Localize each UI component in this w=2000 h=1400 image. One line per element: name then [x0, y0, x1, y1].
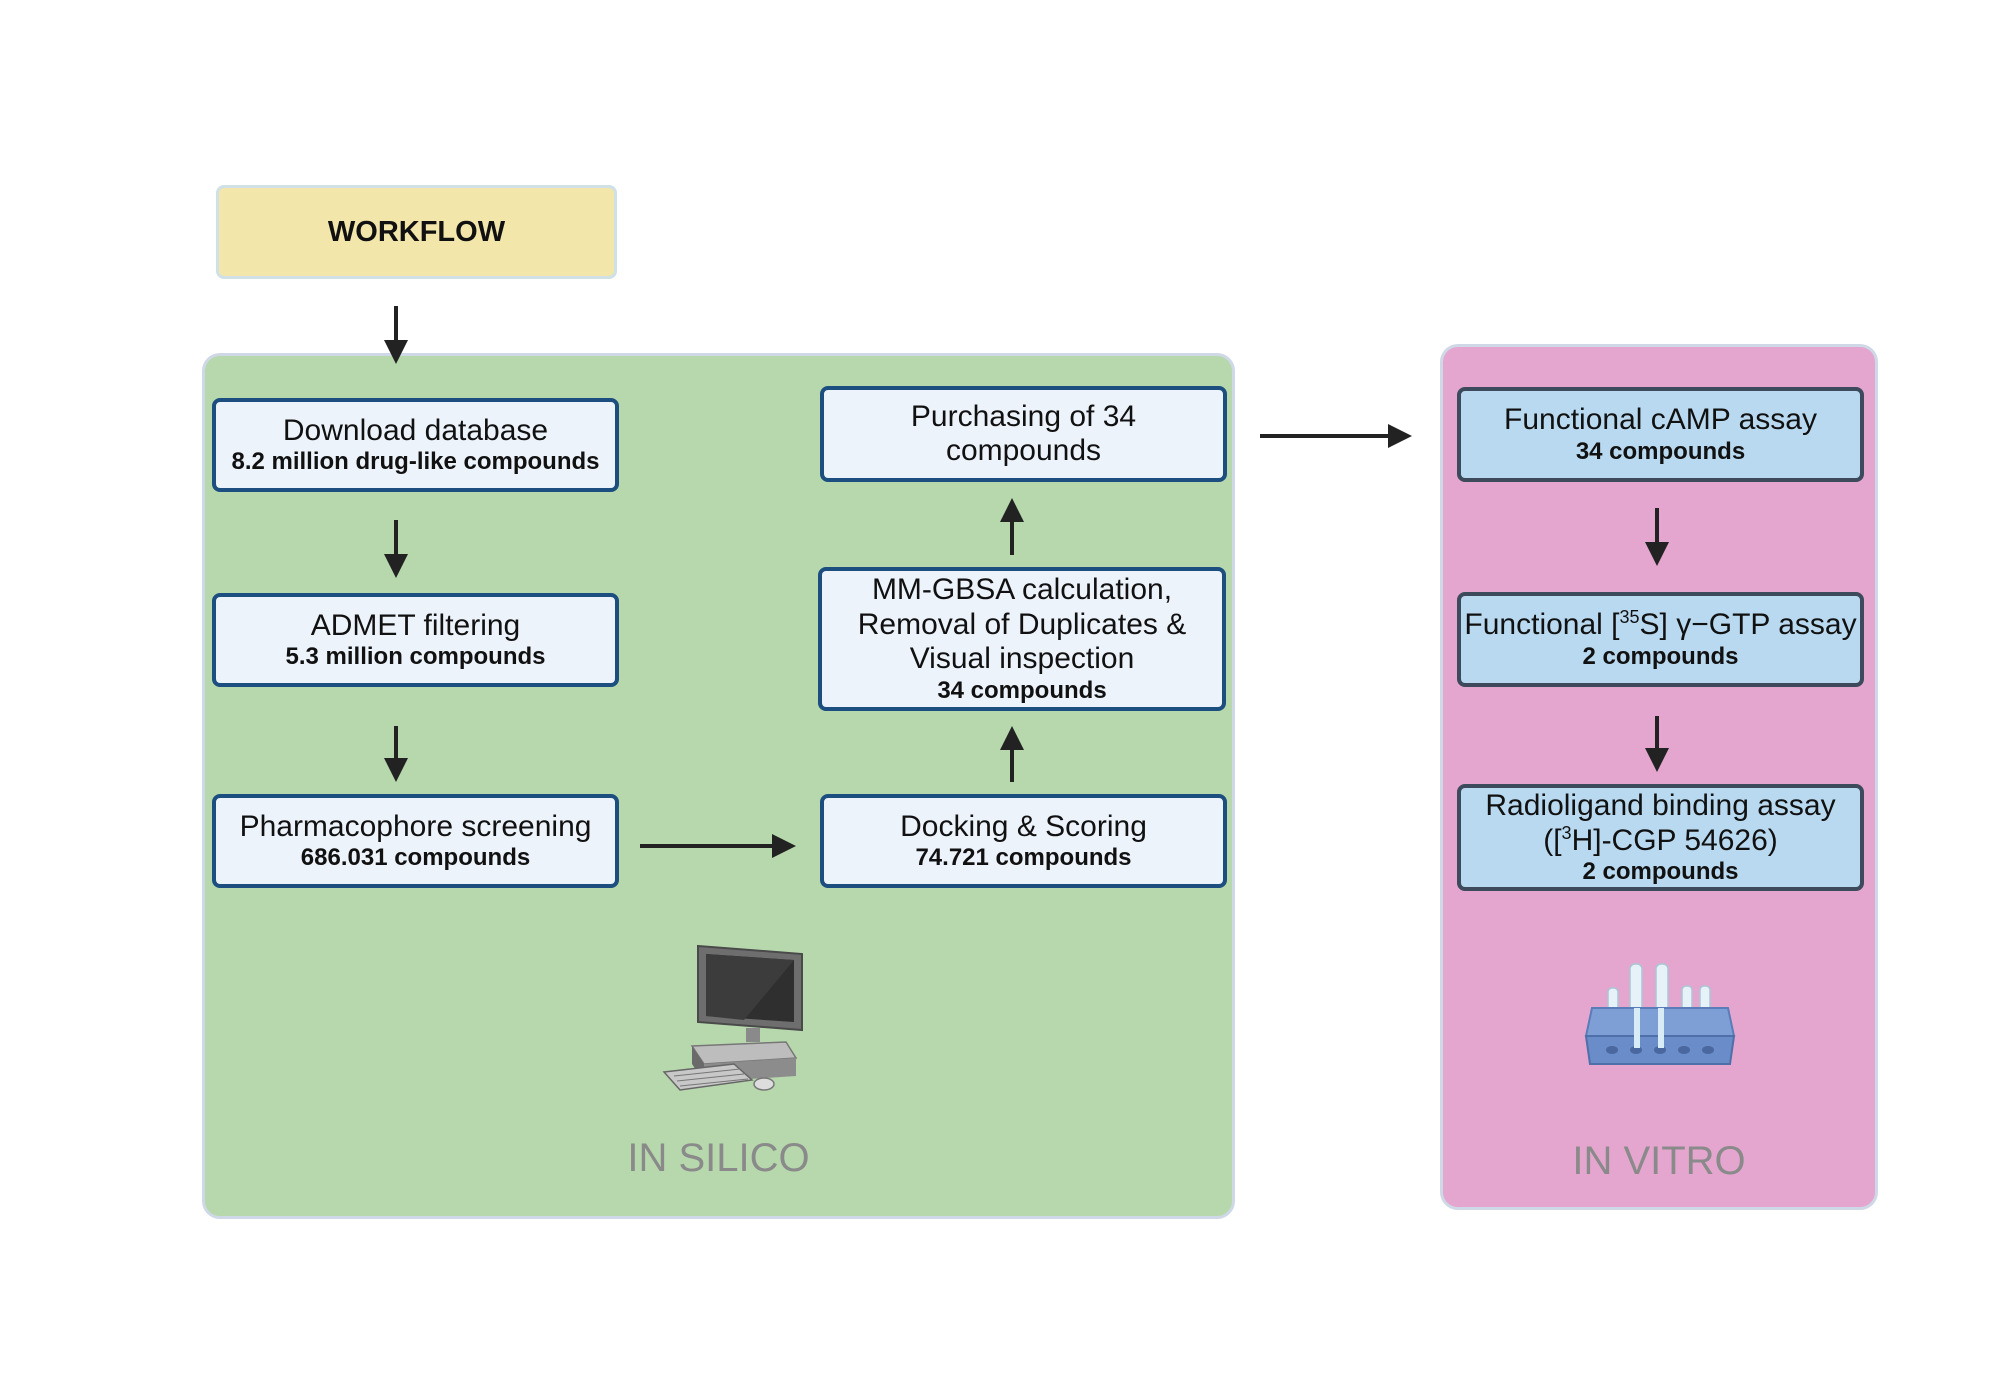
step-detail: 2 compounds: [1582, 642, 1739, 670]
step-mm-gbsa: MM-GBSA calculation, Removal of Duplicat…: [818, 567, 1226, 711]
step-detail: 686.031 compounds: [300, 844, 531, 872]
in-silico-label: IN SILICO: [627, 1136, 810, 1180]
in-vitro-label: IN VITRO: [1572, 1139, 1746, 1183]
step-title: Radioligand binding assay: [1485, 789, 1836, 823]
in-vitro-panel: IN VITRO: [1440, 344, 1878, 1210]
step-title-line: Purchasing of 34: [910, 399, 1137, 433]
step-functional-camp-assay: Functional cAMP assay 34 compounds: [1457, 387, 1864, 482]
step-detail: 5.3 million compounds: [285, 643, 546, 671]
step-title-line: Removal of Duplicates &: [857, 607, 1187, 641]
step-admet-filtering: ADMET filtering 5.3 million compounds: [212, 593, 619, 687]
step-title-line: MM-GBSA calculation,: [871, 573, 1173, 607]
step-title-line: compounds: [945, 434, 1102, 467]
step-detail: 74.721 compounds: [915, 844, 1132, 872]
step-radioligand-binding-assay: Radioligand binding assay ([3H]-CGP 5462…: [1457, 784, 1864, 891]
step-title-line: ([3H]-CGP 54626): [1543, 822, 1778, 857]
step-title: Functional [35S] γ−GTP assay: [1464, 607, 1857, 642]
step-purchasing: Purchasing of 34 compounds: [820, 386, 1227, 482]
step-title: ADMET filtering: [310, 608, 521, 642]
desktop-computer-icon: [662, 944, 803, 1091]
step-detail: 2 compounds: [1582, 858, 1739, 886]
step-detail: 34 compounds: [1575, 437, 1746, 465]
step-pharmacophore-screening: Pharmacophore screening 686.031 compound…: [212, 794, 619, 888]
step-download-database: Download database 8.2 million drug-like …: [212, 398, 619, 492]
step-detail: 8.2 million drug-like compounds: [231, 448, 600, 476]
step-docking-scoring: Docking & Scoring 74.721 compounds: [820, 794, 1227, 888]
step-title: Docking & Scoring: [900, 809, 1147, 843]
step-title-line: Visual inspection: [909, 642, 1135, 676]
step-title: Pharmacophore screening: [239, 809, 592, 843]
step-detail: 34 compounds: [937, 676, 1107, 704]
step-title: Functional cAMP assay: [1504, 403, 1817, 437]
step-title: Download database: [282, 413, 549, 447]
test-tube-rack-icon: [1584, 963, 1736, 1065]
step-functional-gtp-assay: Functional [35S] γ−GTP assay 2 compounds: [1457, 592, 1864, 687]
workflow-header: WORKFLOW: [216, 185, 617, 279]
